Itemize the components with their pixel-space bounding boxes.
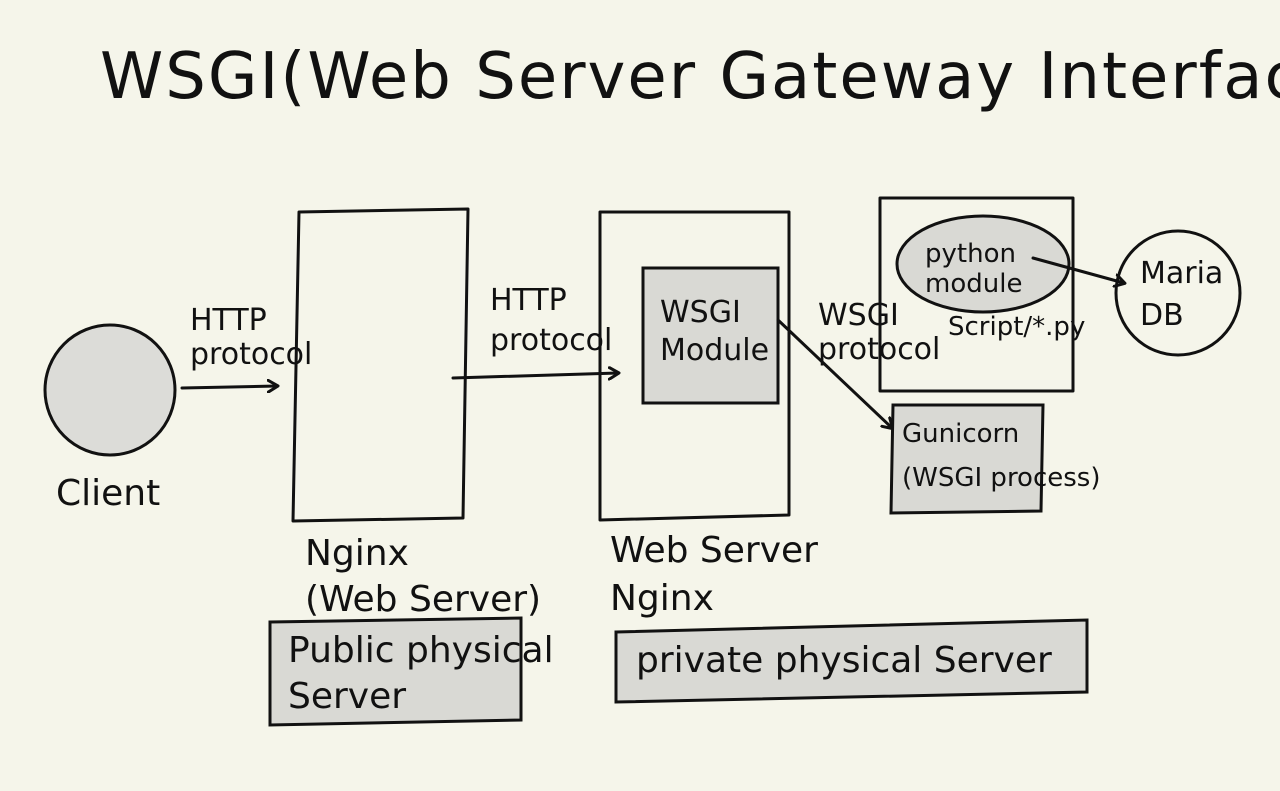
client-to-nginx-label-line-2: protocol [190, 337, 312, 372]
python-container-box [878, 196, 1075, 393]
web-server-private-label-line-1: Web Server [610, 530, 818, 571]
mariadb-label-line-2: DB [1140, 298, 1184, 333]
wsgi-to-gunicorn-arrow [776, 318, 892, 428]
private-server-label-line-1: private physical Server [636, 640, 1052, 681]
mariadb-label-line-1: Maria [1140, 256, 1223, 291]
nginx-public-box [291, 207, 470, 523]
web-server-private-label-line-2: Nginx [610, 578, 714, 619]
gunicorn-label: Gunicorn (WSGI process) [902, 419, 1101, 493]
client-to-nginx-label-line-1: HTTP [190, 303, 267, 338]
wsgi-to-gunicorn-label-line-1: WSGI [818, 298, 899, 333]
web-server-box [598, 210, 791, 522]
nginx-to-private-label: HTTP protocol [490, 283, 612, 358]
python-module-node [895, 214, 1071, 314]
script-label: Script/*.py [948, 312, 1085, 342]
client-label: Client [56, 473, 160, 514]
nginx-to-private-arrow [451, 373, 618, 378]
nginx-public-label-line-1: Nginx [305, 533, 409, 574]
gunicorn-label-line-2: (WSGI process) [902, 463, 1101, 493]
public-server-label-line-2: Server [288, 676, 406, 717]
private-server-label: private physical Server [636, 640, 1052, 681]
client-to-nginx-arrow [180, 386, 277, 388]
mariadb-node [1114, 229, 1242, 357]
wsgi-module-box [641, 266, 780, 405]
client-node [43, 323, 177, 457]
private-server-box [614, 618, 1089, 704]
script-label-line-1: Script/*.py [948, 312, 1085, 342]
wsgi-module-label-line-1: WSGI [660, 295, 741, 330]
diagram-title: WSGI(Web Server Gateway Interface) [100, 40, 1280, 114]
python-module-label-line-1: python [925, 239, 1016, 269]
public-server-box [268, 616, 523, 727]
public-server-label-line-1: Public physical [288, 630, 554, 671]
gunicorn-label-line-1: Gunicorn [902, 419, 1019, 449]
wsgi-module-label-line-2: Module [660, 333, 769, 368]
nginx-to-private-label-line-1: HTTP [490, 283, 567, 318]
gunicorn-box [889, 403, 1045, 515]
python-to-mariadb-arrow [1031, 256, 1124, 283]
nginx-public-label-line-2: (Web Server) [305, 579, 541, 620]
python-module-label-line-2: module [925, 269, 1022, 299]
client-label-line-1: Client [56, 473, 160, 514]
nginx-public-label: Nginx (Web Server) [305, 533, 541, 620]
nginx-to-private-label-line-2: protocol [490, 323, 612, 358]
